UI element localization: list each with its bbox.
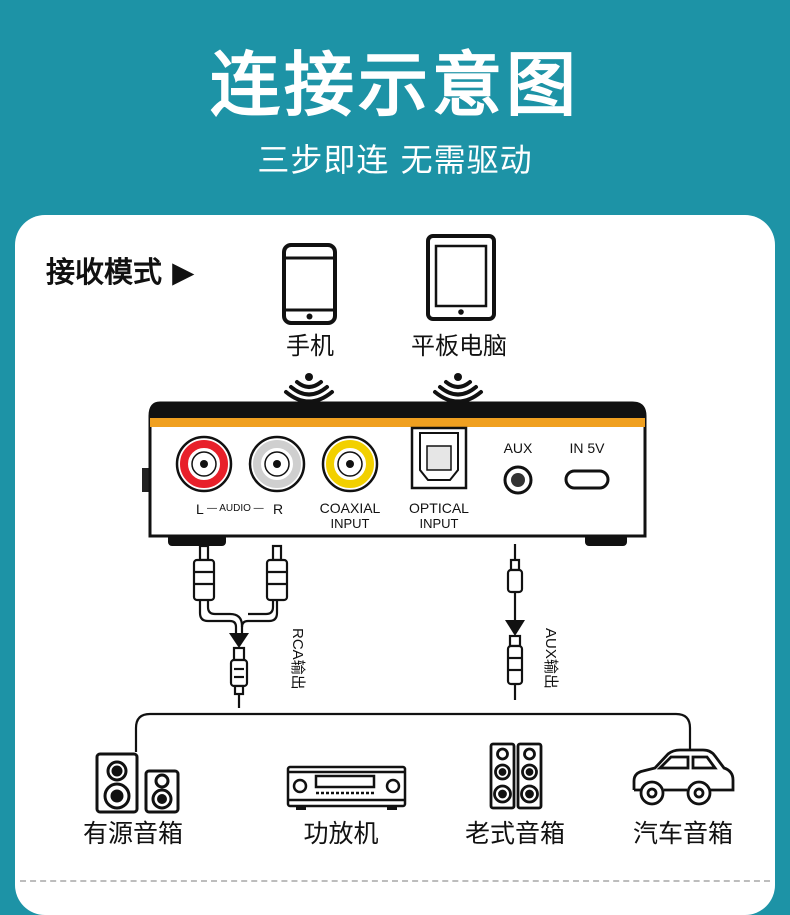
connection-diagram [95, 234, 735, 814]
rca-left-jack [175, 435, 233, 493]
usb-c-port [564, 469, 610, 490]
phone-icon [282, 243, 337, 325]
tower-speaker-icon [489, 742, 543, 810]
aux-output-label: AUX输出 [542, 628, 559, 689]
active-speaker-icon [95, 752, 180, 814]
coaxial-jack [321, 435, 379, 493]
receive-mode-label: 接收模式 ▶ [46, 255, 195, 289]
source-label-tablet: 平板电脑 [411, 332, 507, 360]
output-label-car: 汽车音箱 [632, 819, 733, 848]
page-subtitle: 三步即连 无需驱动 [257, 141, 533, 179]
port-label-r: R [273, 501, 284, 517]
amplifier-icon [286, 765, 407, 810]
wireless-signal-icon [433, 373, 483, 404]
tablet-icon [426, 234, 496, 321]
port-label-aux: AUX [503, 440, 533, 456]
car-icon [632, 748, 735, 806]
port-label-audio: — AUDIO — [207, 503, 264, 514]
output-label-active-speaker: 有源音箱 [82, 819, 183, 848]
port-label-coaxial: COAXIAL [319, 500, 381, 516]
source-label-phone: 手机 [286, 332, 334, 360]
optical-port [410, 426, 468, 490]
port-label-l: L [196, 501, 204, 517]
rca-output-label: RCA输出 [289, 628, 306, 690]
aux-cable [505, 544, 525, 700]
port-label-coaxial-input: INPUT [330, 516, 370, 531]
port-label-power: IN 5V [569, 440, 605, 456]
port-label-optical: OPTICAL [409, 500, 469, 516]
output-bus [134, 712, 692, 752]
port-label-optical-input: INPUT [419, 516, 459, 531]
rca-cable [192, 544, 289, 708]
output-label-amplifier: 功放机 [303, 819, 379, 848]
rca-right-jack [248, 435, 306, 493]
divider [20, 880, 770, 882]
output-label-tower-speaker: 老式音箱 [464, 819, 565, 848]
page-title: 连接示意图 [210, 44, 580, 126]
aux-jack [503, 465, 533, 495]
wireless-signal-icon [284, 373, 334, 404]
